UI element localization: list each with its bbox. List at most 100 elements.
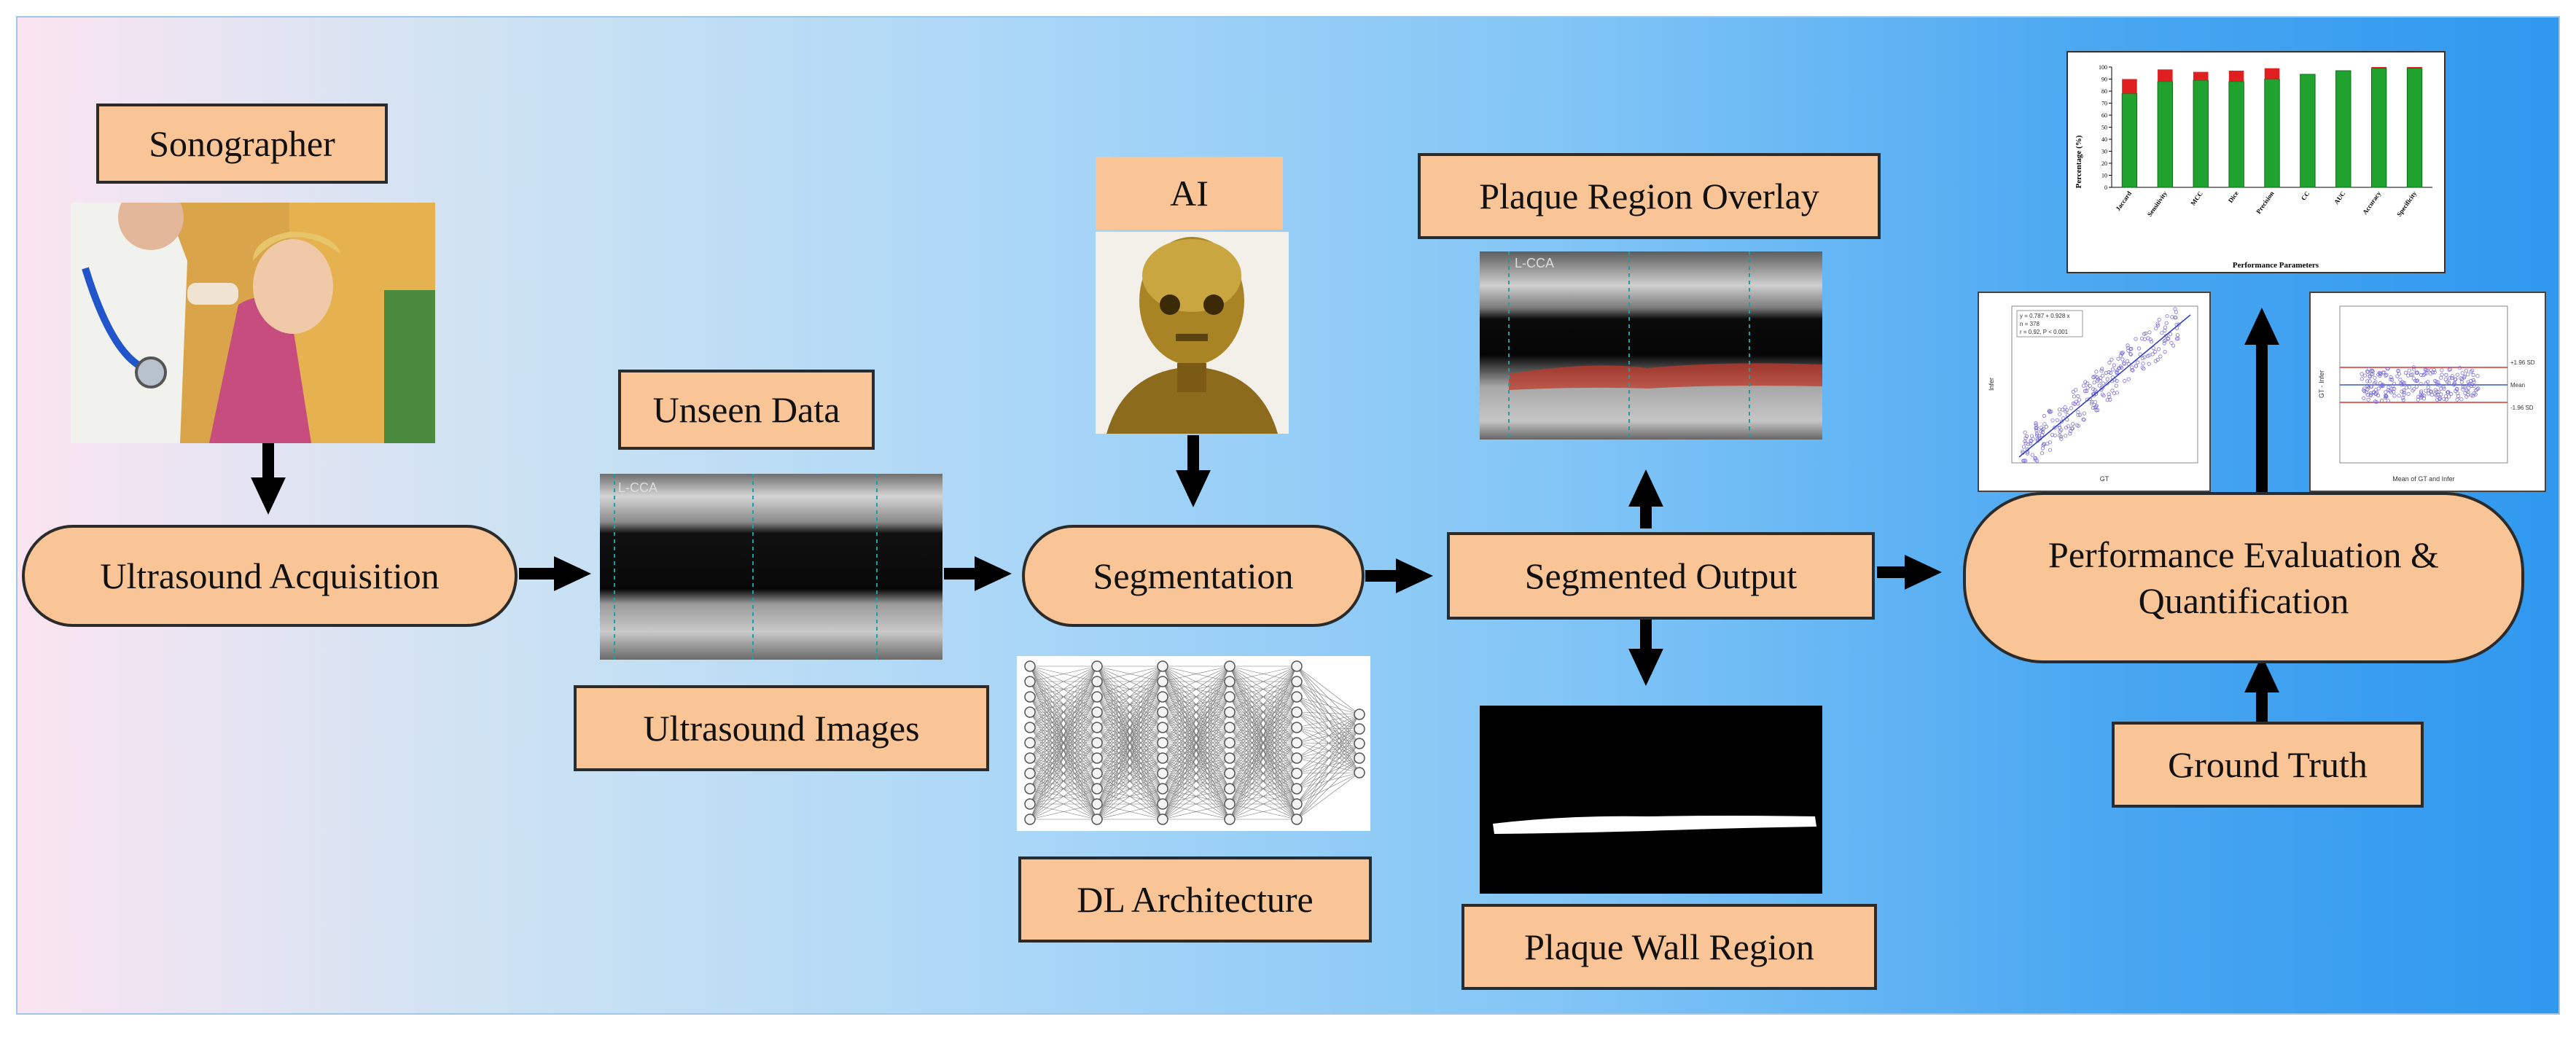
- bar-chart-tick-label: 20: [2101, 160, 2107, 167]
- nn-connection: [1029, 666, 1098, 744]
- bland-altman-point: [2448, 376, 2452, 381]
- bland-altman-point: [2396, 369, 2400, 373]
- bland-altman-point: [2384, 390, 2388, 394]
- nn-connection: [1296, 728, 1360, 759]
- bland-altman-point: [2413, 378, 2418, 383]
- nn-connection: [1296, 727, 1360, 730]
- bland-altman-point: [2451, 383, 2456, 387]
- scatter-point: [2134, 364, 2138, 368]
- scatter-point: [2162, 341, 2166, 346]
- bland-altman-point: [2373, 388, 2378, 392]
- nn-connection: [1296, 714, 1360, 774]
- scatter-point: [2126, 377, 2131, 381]
- bland-altman-point: [2408, 372, 2413, 377]
- scatter-point: [2048, 448, 2053, 452]
- nn-connection: [1296, 711, 1360, 773]
- bland-altman-point: [2390, 386, 2394, 391]
- bland-altman-point: [2382, 370, 2386, 375]
- nn-connection: [1229, 666, 1297, 713]
- nn-neuron: [1354, 738, 1365, 749]
- nn-connection: [1229, 666, 1297, 774]
- nn-connection: [1029, 666, 1098, 774]
- nn-connection: [1162, 666, 1230, 713]
- scatter-point: [2105, 377, 2109, 381]
- bland-altman-point: [2416, 397, 2420, 402]
- bar-green-auc: [2335, 70, 2351, 188]
- scatter-point: [2090, 399, 2094, 404]
- nn-connection: [1096, 666, 1163, 774]
- nn-neuron: [1157, 722, 1168, 733]
- dl-architecture-network: [1017, 656, 1370, 831]
- scatter-legend-1: y = 0.787 + 0.928 x: [2020, 313, 2070, 319]
- plaque-wall-mask-illustration: [1493, 816, 1816, 834]
- ultrasound-images-label: Ultrasound Images: [643, 707, 920, 749]
- bland-altman-point: [2362, 373, 2368, 378]
- bland-altman-point: [2406, 391, 2411, 396]
- nn-connection: [1296, 696, 1360, 759]
- bar-chart-tick-label: 100: [2099, 64, 2107, 71]
- bland-altman-point: [2443, 394, 2448, 399]
- nn-connection: [1029, 788, 1098, 820]
- scatter-point: [2125, 359, 2130, 363]
- scatter-point: [2058, 412, 2062, 416]
- scatter-point: [2123, 379, 2127, 383]
- bland-altman-point: [2379, 399, 2384, 403]
- bland-altman-point: [2447, 394, 2451, 399]
- nn-connection: [1096, 666, 1163, 789]
- nn-connection: [1229, 666, 1297, 789]
- scatter-point: [2034, 421, 2038, 426]
- bland-altman-point: [2412, 387, 2416, 391]
- bland-altman-point: [2454, 377, 2458, 382]
- bland-altman-point: [2428, 389, 2433, 394]
- nn-connection: [1029, 803, 1098, 820]
- nn-neuron: [1224, 691, 1236, 703]
- bland-altman-point: [2426, 385, 2430, 389]
- scatter-point: [2099, 369, 2104, 373]
- bar-chart-category-label: Accuracy: [2361, 190, 2382, 216]
- bland-altman-point: [2427, 391, 2431, 396]
- bland-altman-point: [2400, 389, 2404, 394]
- scatter-point: [2136, 346, 2142, 351]
- scatter-point: [2177, 322, 2181, 327]
- bland-altman-point: [2401, 398, 2405, 402]
- scatter-point: [2157, 317, 2161, 322]
- nn-connection: [1096, 666, 1163, 744]
- bland-altman-point: [2446, 390, 2450, 394]
- nn-connection: [1229, 681, 1297, 820]
- bland-altman-point: [2461, 385, 2465, 389]
- scatter-legend-3: r = 0.92, P < 0.001: [2020, 329, 2069, 335]
- bland-altman-point: [2456, 394, 2461, 399]
- nn-connection: [1296, 714, 1360, 805]
- scatter-point: [2147, 362, 2151, 366]
- nn-neuron: [1091, 706, 1103, 718]
- bland-altman-point: [2365, 370, 2370, 374]
- nn-connection: [1162, 666, 1230, 805]
- bland-altman-plot: +1.96 SD Mean -1.96 SD Mean of GT and In…: [2309, 292, 2546, 492]
- nn-connection: [1162, 788, 1230, 820]
- scatter-point: [2168, 332, 2173, 336]
- scatter-point: [2153, 359, 2158, 363]
- nn-neuron: [1024, 676, 1036, 687]
- scatter-point: [2157, 347, 2161, 351]
- bland-altman-point: [2449, 391, 2454, 396]
- bland-altman-point: [2403, 370, 2408, 375]
- scatter-point: [2148, 337, 2152, 342]
- nn-connection: [1296, 666, 1360, 715]
- scatter-point: [2089, 402, 2093, 406]
- scatter-point: [2120, 357, 2125, 362]
- bland-altman-point: [2415, 370, 2419, 375]
- bland-altman-point: [2464, 394, 2469, 399]
- bland-altman-point: [2360, 377, 2364, 381]
- scatter-point: [2158, 354, 2163, 359]
- bar-green-sensitivity: [2157, 81, 2173, 188]
- nn-neuron: [1354, 709, 1365, 720]
- nn-neuron: [1157, 768, 1168, 779]
- scatter-point: [2108, 397, 2112, 402]
- bland-altman-point: [2400, 383, 2404, 387]
- bland-altman-point: [2410, 372, 2414, 377]
- bar-chart-ylabel: Percentage (%): [2075, 135, 2083, 188]
- bland-altman-point: [2454, 389, 2458, 393]
- scatter-point: [2059, 419, 2064, 424]
